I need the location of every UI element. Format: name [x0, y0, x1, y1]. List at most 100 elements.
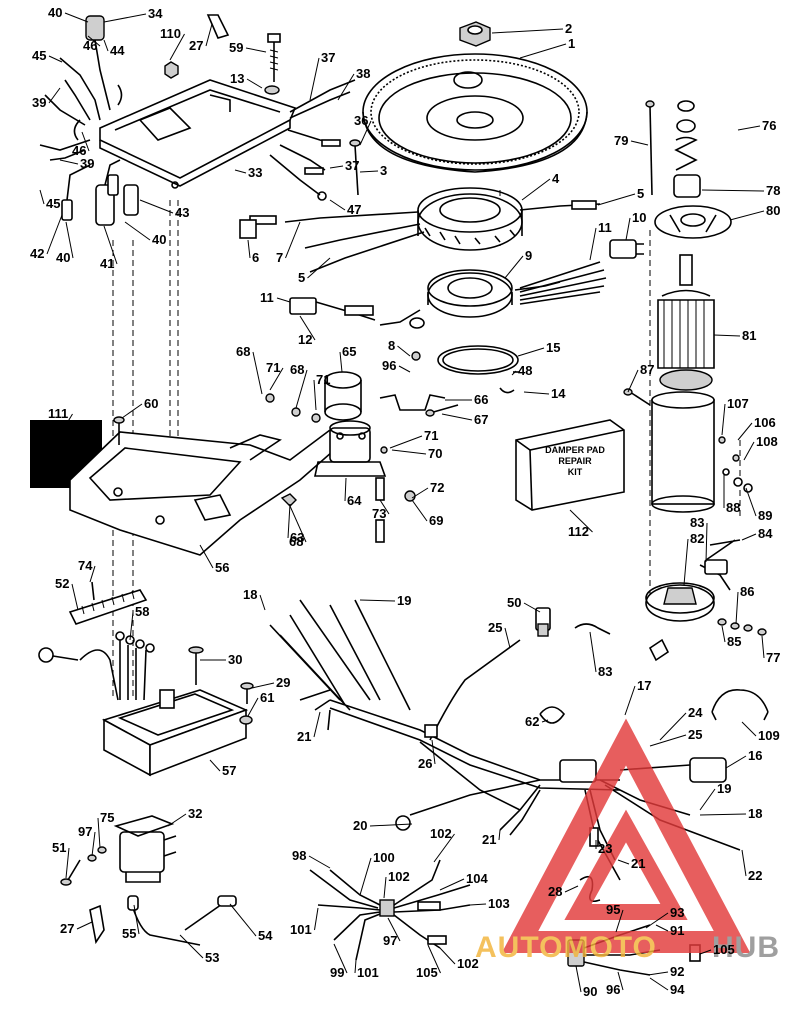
callout-21: 21 [631, 856, 645, 871]
bolt-59 [267, 33, 281, 82]
callout-83: 83 [690, 515, 704, 530]
callout-leader-53 [179, 934, 204, 959]
callout-5: 5 [637, 186, 644, 201]
callout-leader-27 [205, 23, 213, 47]
callout-67: 67 [474, 412, 488, 427]
callout-leader-21 [498, 829, 501, 841]
callout-20: 20 [353, 818, 367, 833]
callout-83: 83 [598, 664, 612, 679]
callout-leader-74 [89, 565, 96, 583]
callout-leader-68 [289, 505, 307, 543]
callout-leader-9 [504, 255, 524, 279]
washer-13 [264, 85, 280, 95]
callout-leader-62 [541, 719, 549, 723]
watermark-brand-main: AUTOMOTO [475, 931, 657, 964]
callout-18: 18 [748, 806, 762, 821]
callout-105: 105 [416, 965, 438, 980]
callout-75: 75 [100, 810, 114, 825]
callout-11: 11 [260, 290, 274, 305]
callout-leader-20 [369, 823, 413, 827]
callout-98: 98 [292, 848, 306, 863]
callout-59: 59 [229, 40, 243, 55]
callout-53: 53 [205, 950, 219, 965]
callout-16: 16 [748, 748, 762, 763]
solenoid [314, 420, 387, 477]
callout-leader-37 [329, 165, 344, 169]
callout-57: 57 [222, 763, 236, 778]
callout-leader-11 [589, 227, 597, 261]
callout-7: 7 [276, 250, 283, 265]
callout-27: 27 [189, 38, 203, 53]
callout-leader-5 [307, 257, 331, 279]
callout-leader-101 [314, 907, 319, 931]
callout-leader-83 [705, 522, 708, 563]
callout-105: 105 [713, 942, 735, 957]
callout-leader-16 [725, 755, 747, 769]
watermark-brand-hub: HUB [712, 931, 780, 964]
callout-37: 37 [345, 158, 359, 173]
callout-3: 3 [380, 163, 387, 178]
callout-73: 73 [372, 506, 386, 521]
callout-leader-10 [625, 217, 631, 241]
callout-leader-40 [64, 12, 89, 23]
callout-69: 69 [429, 513, 443, 528]
callout-27: 27 [60, 921, 74, 936]
bracket-27-bottom [89, 904, 105, 945]
callout-45: 45 [46, 196, 60, 211]
callout-93: 93 [670, 905, 684, 920]
callout-5: 5 [298, 270, 305, 285]
callout-leader-26 [431, 739, 436, 765]
callout-leader-21 [313, 711, 321, 738]
callout-leader-51 [65, 847, 70, 879]
callout-leader-57 [209, 759, 221, 772]
callout-92: 92 [670, 964, 684, 979]
callout-leader-55 [133, 904, 140, 935]
callout-44: 44 [110, 43, 125, 58]
callout-84: 84 [758, 526, 773, 541]
callout-leader-67 [441, 413, 473, 421]
callout-58: 58 [135, 604, 149, 619]
callout-50: 50 [507, 595, 521, 610]
bracket-83-85 [574, 623, 670, 662]
callout-leader-7 [285, 221, 301, 259]
callout-leader-43 [139, 199, 174, 214]
callout-leader-104 [439, 878, 465, 891]
clip-112 [711, 689, 769, 721]
callout-leader-8 [397, 345, 411, 357]
connector-plug-12 [289, 297, 376, 321]
callout-89: 89 [758, 508, 772, 523]
callout-leader-21 [617, 859, 630, 865]
callout-30: 30 [228, 652, 242, 667]
callout-leader-94 [649, 977, 669, 991]
callout-leader-98 [308, 855, 331, 869]
callout-90: 90 [583, 984, 597, 999]
callout-104: 104 [466, 871, 488, 886]
callout-leader-99 [333, 943, 348, 974]
callout-71: 71 [316, 372, 330, 387]
flywheel [362, 53, 588, 173]
callout-24: 24 [688, 705, 703, 720]
callout-leader-102 [433, 833, 455, 863]
callout-leader-85 [721, 625, 726, 643]
callout-78: 78 [766, 183, 780, 198]
callout-leader-48 [511, 370, 517, 376]
callout-leader-46 [81, 131, 90, 152]
callout-leader-100 [359, 857, 372, 896]
callout-25: 25 [688, 727, 702, 742]
callout-leader-52 [71, 583, 79, 611]
callout-82: 82 [690, 531, 704, 546]
callout-65: 65 [342, 344, 356, 359]
callout-leader-69 [411, 499, 428, 522]
callout-96: 96 [382, 358, 396, 373]
screw-3 [349, 139, 361, 196]
callout-leader-97 [387, 917, 401, 942]
callout-leader-68 [295, 369, 308, 409]
callout-leader-40 [65, 221, 74, 259]
callout-41: 41 [100, 256, 114, 271]
spark-boot-55 [127, 895, 201, 946]
callout-86: 86 [740, 584, 754, 599]
callout-40: 40 [56, 250, 70, 265]
callout-52: 52 [55, 576, 69, 591]
callout-leader-33 [234, 169, 247, 174]
spark-boot-54 [184, 895, 237, 931]
